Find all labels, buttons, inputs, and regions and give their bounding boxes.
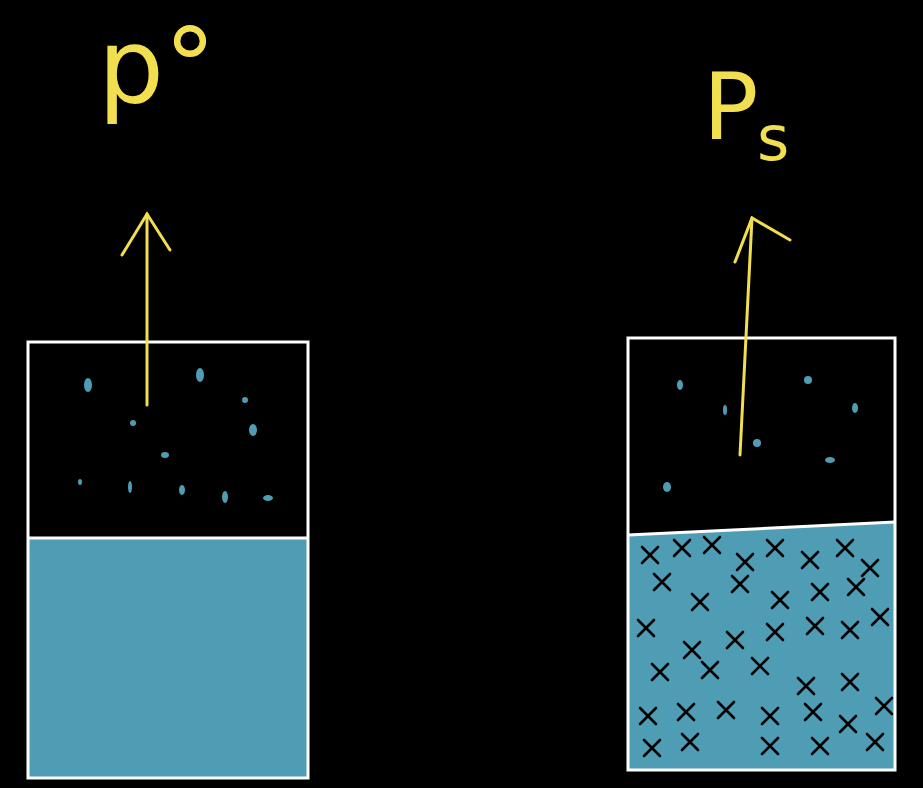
arrow — [122, 214, 170, 405]
beaker — [28, 342, 308, 778]
pressure-symbol: P — [703, 62, 758, 154]
vapor-particles — [663, 376, 858, 492]
arrow — [735, 218, 790, 455]
solution-liquid — [628, 522, 895, 770]
beaker — [628, 338, 895, 770]
vapor-particles — [78, 368, 273, 503]
pressure-symbol: p° — [98, 14, 216, 118]
solute-particles — [638, 537, 892, 756]
solvent-liquid — [28, 538, 308, 778]
subscript: s — [757, 108, 789, 170]
